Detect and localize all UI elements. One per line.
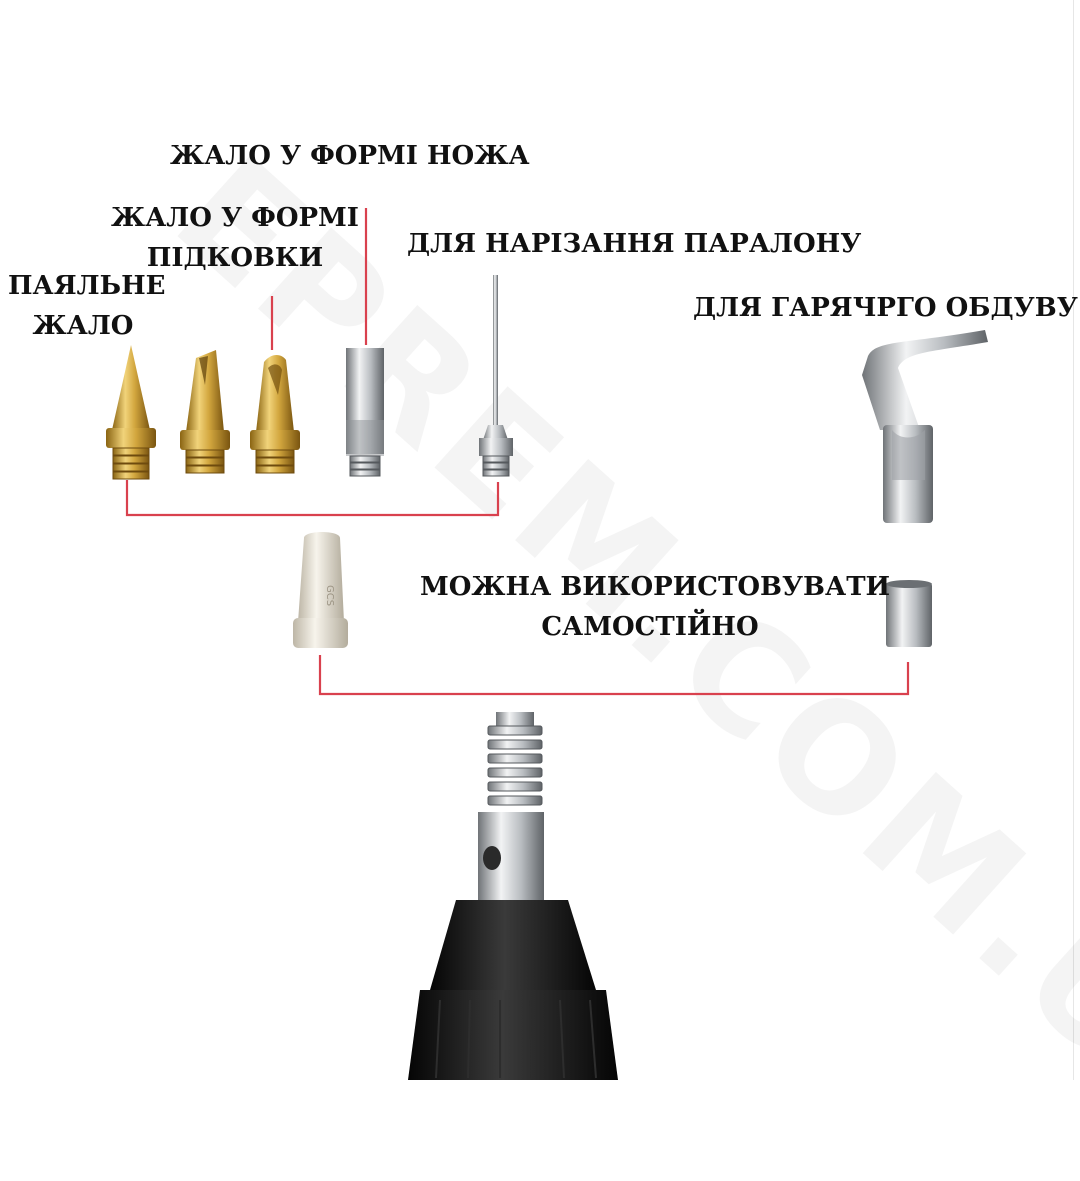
label-horseshoe-tip: ЖАЛО У ФОРМІ ПІДКОВКИ [100,198,370,278]
label-knife-tip: ЖАЛО У ФОРМІ НОЖА [170,141,530,171]
connector-lines [125,208,910,696]
knife-tip [346,348,384,477]
hot-air-nozzle [862,330,988,523]
label-standalone-line2: САМОСТІЙНО [541,612,759,642]
tips-bracket [125,480,500,517]
label-hot-air: ДЛЯ ГАРЯЧРГО ОБДУВУ [693,293,1078,323]
soldering-iron-handle [408,712,618,1080]
steel-sleeve [886,580,932,647]
soldering-tip [106,345,156,480]
image-edge-line [1073,0,1074,1080]
diagram-canvas: GCS [106,208,988,1080]
horseshoe-tip [250,355,300,474]
label-horseshoe-line2: ПІДКОВКИ [146,243,324,273]
foam-cutting-needle [479,275,513,477]
ceramic-adapter: GCS [293,532,348,648]
label-horseshoe-line1: ЖАЛО У ФОРМІ [111,203,359,233]
label-standalone: МОЖНА ВИКОРИСТОВУВАТИ САМОСТІЙНО [420,567,891,647]
label-standalone-line1: МОЖНА ВИКОРИСТОВУВАТИ [420,572,891,602]
label-soldering-tip: ПАЯЛЬНЕ ЖАЛО [8,266,166,346]
svg-text:GCS: GCS [324,585,335,606]
label-foam-cutting: ДЛЯ НАРІЗАННЯ ПАРАЛОНУ [407,229,862,259]
chisel-tip [180,350,230,474]
label-soldering-line2: ЖАЛО [32,311,134,341]
adapters-bracket [318,655,910,696]
label-soldering-line1: ПАЯЛЬНЕ [8,271,166,301]
